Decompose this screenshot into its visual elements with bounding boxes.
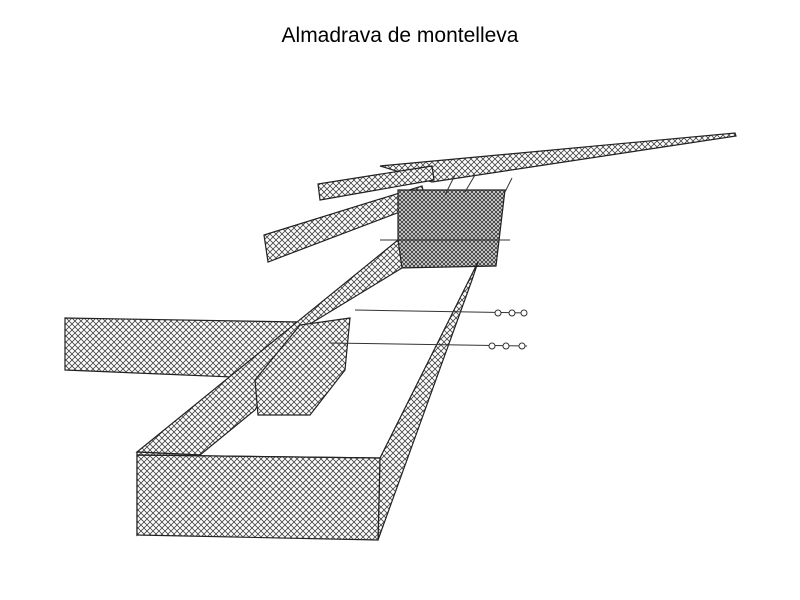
float-icon: [520, 309, 528, 317]
mooring-lines: [329, 174, 528, 350]
float-icon: [502, 342, 510, 350]
upper-wing-net: [317, 165, 435, 201]
float-icon: [488, 342, 496, 350]
float-icon: [508, 309, 516, 317]
front-box-face: [136, 454, 381, 541]
diagram-title: Almadrava de montelleva: [281, 24, 519, 47]
channel-right-wall: [377, 261, 479, 541]
float-icon: [518, 342, 526, 350]
partition-net: [254, 317, 351, 416]
float-icon: [494, 309, 502, 317]
catch-chamber: [397, 189, 506, 269]
